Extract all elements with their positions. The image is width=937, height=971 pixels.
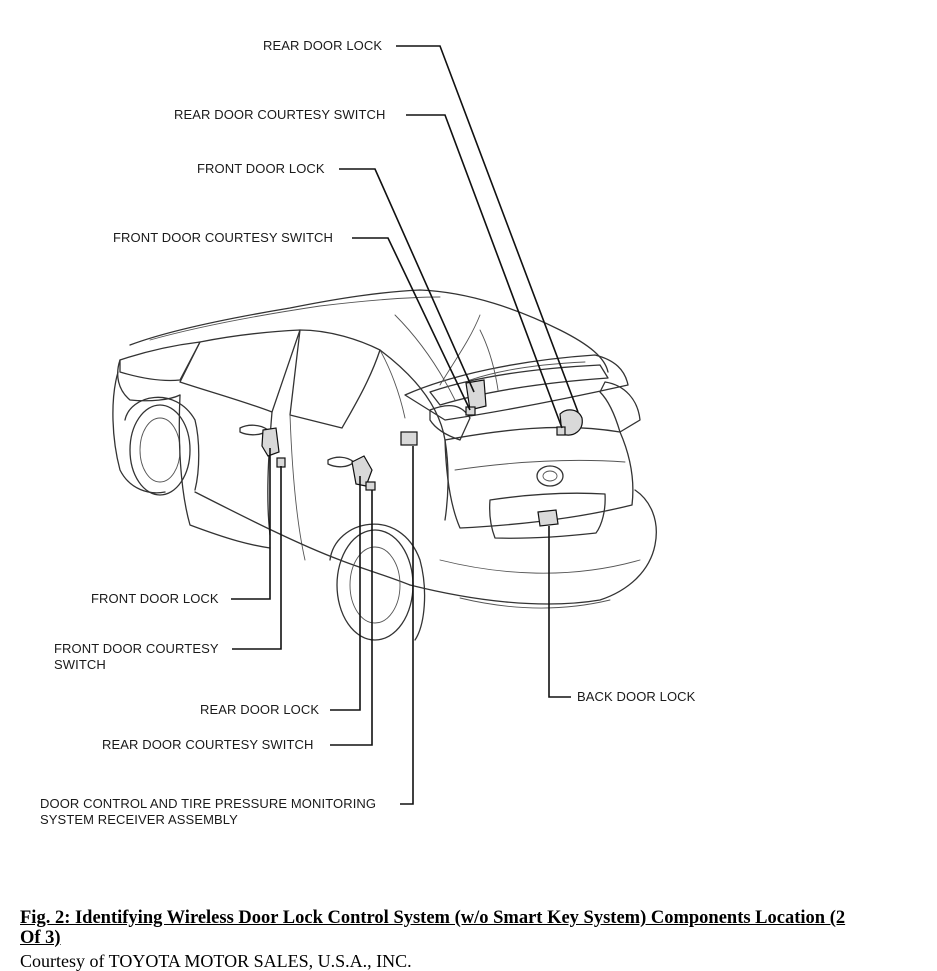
label-front-door-courtesy-switch-line1: FRONT DOOR COURTESY [54, 641, 219, 656]
front-door-lock-part [261, 427, 280, 457]
leader-rear-door-lock [330, 476, 361, 711]
leader-top-rear-door-courtesy-switch [406, 114, 563, 429]
rear-door-courtesy-switch-part [365, 481, 376, 491]
leader-rear-door-courtesy-switch [330, 490, 373, 746]
leader-top-rear-door-lock [396, 45, 579, 413]
leader-door-control-receiver [400, 446, 414, 805]
label-top-front-door-courtesy-switch: FRONT DOOR COURTESY SWITCH [113, 230, 334, 245]
label-top-front-door-lock: FRONT DOOR LOCK [197, 161, 325, 176]
label-top-rear-door-courtesy-switch: REAR DOOR COURTESY SWITCH [174, 107, 386, 122]
label-front-door-courtesy-switch-line2: SWITCH [54, 657, 106, 672]
label-top-rear-door-lock: REAR DOOR LOCK [263, 38, 383, 53]
label-back-door-lock: BACK DOOR LOCK [577, 689, 696, 704]
label-front-door-lock: FRONT DOOR LOCK [91, 591, 219, 606]
component-location-diagram [112, 45, 657, 805]
back-door-lock-part [537, 509, 559, 527]
front-door-courtesy-switch-part [276, 457, 286, 468]
vehicle-illustration [112, 289, 657, 641]
component-parts [261, 379, 583, 527]
leader-top-front-door-courtesy-switch [352, 237, 471, 411]
leader-front-door-courtesy-switch [232, 466, 282, 650]
top-rear-door-courtesy-switch-part [556, 426, 566, 436]
figure-source: Courtesy of TOYOTA MOTOR SALES, U.S.A., … [20, 951, 412, 971]
figure-caption-line1: Fig. 2: Identifying Wireless Door Lock C… [20, 908, 846, 928]
figure-caption-line2: Of 3) [20, 928, 61, 948]
leader-lines [231, 45, 579, 805]
leader-front-door-lock [231, 448, 271, 600]
label-door-control-receiver-line1: DOOR CONTROL AND TIRE PRESSURE MONITORIN… [40, 796, 377, 811]
door-control-receiver-part [400, 431, 418, 446]
leader-back-door-lock [548, 526, 571, 698]
top-front-door-lock-part [465, 379, 487, 411]
label-door-control-receiver-line2: SYSTEM RECEIVER ASSEMBLY [40, 812, 238, 827]
label-rear-door-lock: REAR DOOR LOCK [200, 702, 320, 717]
label-front-door-courtesy-switch: FRONT DOOR COURTESY SWITCH [54, 641, 219, 673]
label-rear-door-courtesy-switch: REAR DOOR COURTESY SWITCH [102, 737, 314, 752]
figure-caption: Fig. 2: Identifying Wireless Door Lock C… [20, 908, 935, 948]
label-door-control-receiver: DOOR CONTROL AND TIRE PRESSURE MONITORIN… [40, 796, 376, 828]
leader-top-front-door-lock [339, 168, 475, 393]
top-front-door-courtesy-switch-part [465, 406, 476, 416]
rear-door-lock-part [351, 455, 373, 487]
